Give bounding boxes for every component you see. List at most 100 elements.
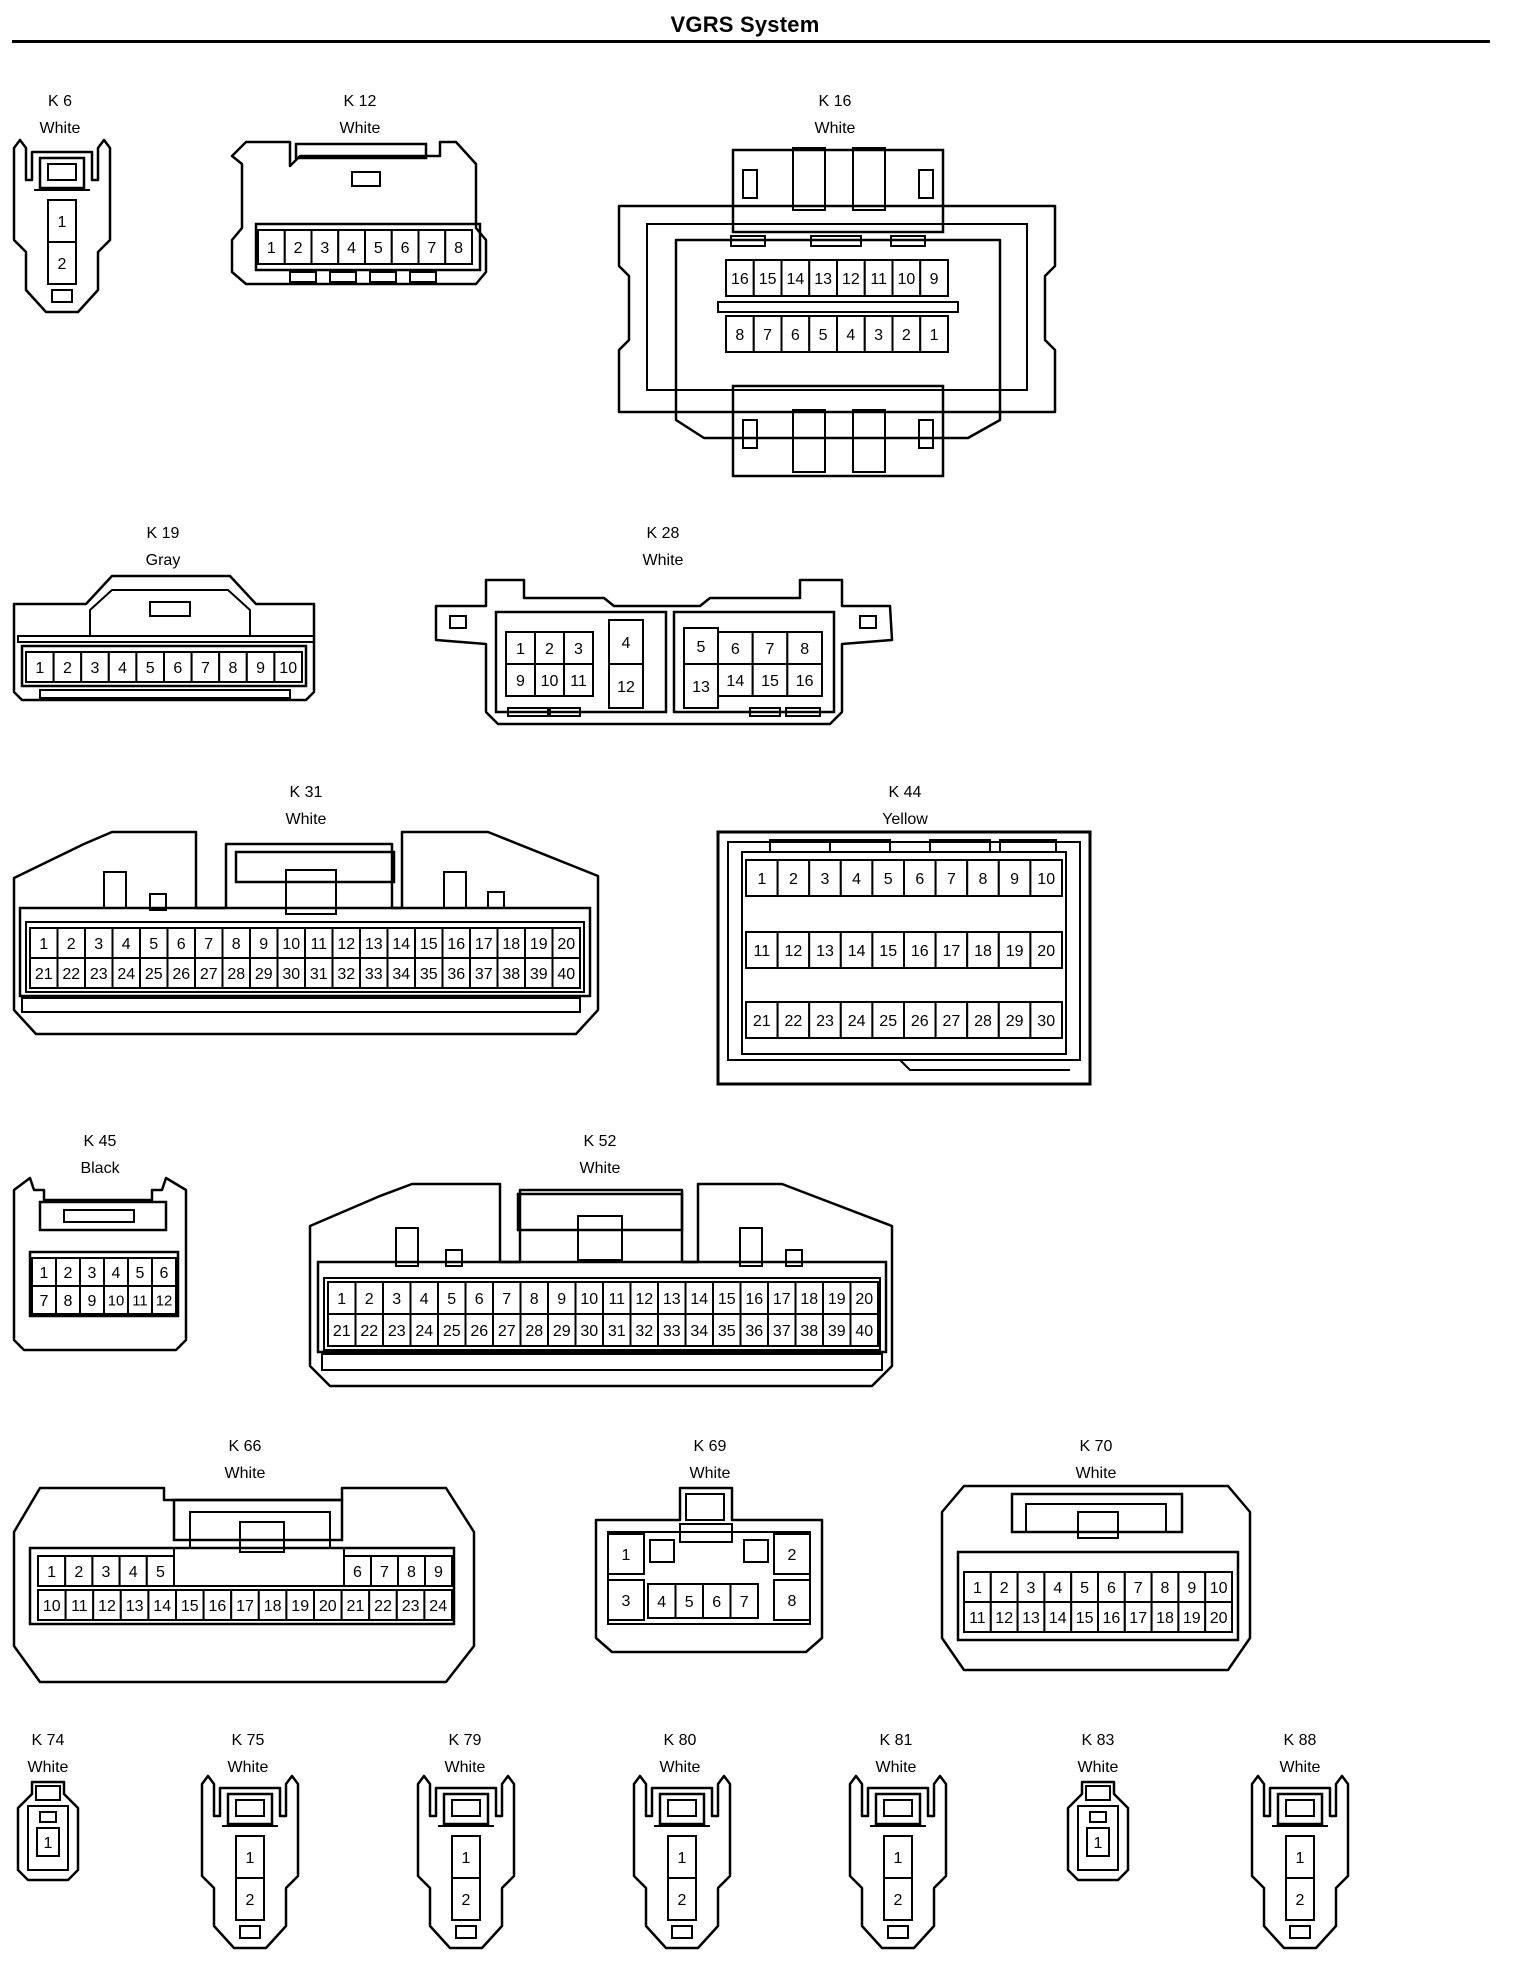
pin-cell <box>966 859 1000 897</box>
pin-cell <box>608 663 644 709</box>
connector-color: White <box>1075 1465 1117 1482</box>
pin-cell <box>608 619 644 665</box>
housing-outline <box>617 204 1057 414</box>
mount-hole <box>449 615 467 629</box>
pin-number: 17 <box>773 1291 791 1308</box>
connector-id: K 12 <box>343 93 377 110</box>
pin-number: 11 <box>753 943 770 960</box>
latch <box>792 409 826 473</box>
pin-block <box>25 921 585 993</box>
pin-number: 5 <box>819 327 828 344</box>
latch-window <box>1276 1792 1324 1826</box>
connector-label-k31: K 31 White <box>276 779 336 833</box>
latch <box>38 1200 168 1232</box>
pin-cell <box>891 259 922 297</box>
connector-k83: 1 <box>1066 1780 1130 1882</box>
pin-cell <box>839 931 874 969</box>
pin-cell <box>1016 1601 1046 1633</box>
pin-cell <box>773 1533 811 1575</box>
pin-number: 38 <box>502 966 520 983</box>
pin-number: 7 <box>502 1291 511 1308</box>
pin-number: 14 <box>726 673 744 690</box>
pin-number: 26 <box>911 1013 929 1030</box>
pin-cell <box>36 1827 60 1857</box>
pin-cell <box>547 1313 577 1347</box>
pin-number: 3 <box>88 1265 97 1282</box>
pin-cell <box>667 1877 697 1921</box>
pin-number: 5 <box>447 1291 456 1308</box>
pin-number: 9 <box>88 1293 97 1310</box>
pin-number: 5 <box>697 639 706 656</box>
latch <box>685 1493 725 1521</box>
pin-number: 24 <box>429 1598 447 1615</box>
housing-outline <box>12 574 316 702</box>
pin-block <box>254 222 482 272</box>
pin-number: 1 <box>516 641 525 658</box>
latch <box>239 1521 285 1553</box>
pin-number: 4 <box>622 635 631 652</box>
pin-number: 9 <box>434 1564 443 1581</box>
post <box>395 1227 419 1267</box>
connector-label-k70: K 70 White <box>1066 1433 1126 1487</box>
latch <box>792 147 826 211</box>
connector-color: White <box>224 1465 266 1482</box>
key <box>887 1925 909 1939</box>
connector-id: K 66 <box>228 1438 262 1455</box>
pin-cell <box>1029 931 1064 969</box>
pin-number: 30 <box>282 966 300 983</box>
page-title: VGRS System <box>670 12 820 37</box>
pin-number: 8 <box>454 240 463 257</box>
pin-cell <box>245 651 276 683</box>
pin-cell <box>849 1313 879 1347</box>
pin-cell <box>47 199 77 243</box>
pin-number: 1 <box>678 1850 687 1867</box>
connector-k81: 12 <box>848 1774 948 1950</box>
housing-outline <box>230 140 488 286</box>
key <box>743 1539 769 1563</box>
pin-frame <box>674 238 1002 440</box>
housing-line <box>17 635 315 643</box>
pin-number: 2 <box>74 1564 83 1581</box>
pin-number: 2 <box>294 240 303 257</box>
pin-number: 2 <box>678 1892 687 1909</box>
pin-frame <box>956 1550 1240 1642</box>
housing-outline <box>200 1774 300 1950</box>
pin-number: 21 <box>35 966 53 983</box>
pin-cell <box>56 927 86 959</box>
latch-slot <box>742 169 758 199</box>
pin-cell <box>524 957 554 989</box>
connector-k6: 12 <box>12 138 112 314</box>
pin-number: 7 <box>740 1594 749 1611</box>
housing-outline <box>12 1486 476 1684</box>
pin-cell <box>397 1555 426 1587</box>
pin-number: 7 <box>204 936 213 953</box>
latch <box>577 1215 623 1261</box>
pin-number: 2 <box>1296 1892 1305 1909</box>
pin-number: 26 <box>470 1323 488 1340</box>
pin-cell <box>524 927 554 959</box>
pin-cell <box>1029 859 1064 897</box>
pin-number: 6 <box>791 327 800 344</box>
pin-number: 28 <box>974 1013 992 1030</box>
pin-number: 8 <box>800 641 809 658</box>
pin-number: 6 <box>1107 1580 1116 1597</box>
key <box>549 707 581 717</box>
pin-number: 1 <box>337 1291 346 1308</box>
pin-cell <box>145 1555 176 1587</box>
pin-number: 8 <box>530 1291 539 1308</box>
pin-cell <box>151 1257 177 1287</box>
pin-cell <box>839 859 874 897</box>
pin-number: 8 <box>232 936 241 953</box>
pin-number: 13 <box>814 271 832 288</box>
connector-color: White <box>642 552 684 569</box>
pin-frame <box>18 906 592 998</box>
connector-label-k88: K 88 White <box>1270 1727 1330 1781</box>
pin-number: 4 <box>657 1594 666 1611</box>
pin-number: 9 <box>557 1291 566 1308</box>
post <box>149 893 167 911</box>
pin-number: 35 <box>718 1323 736 1340</box>
pin-cell <box>47 241 77 285</box>
